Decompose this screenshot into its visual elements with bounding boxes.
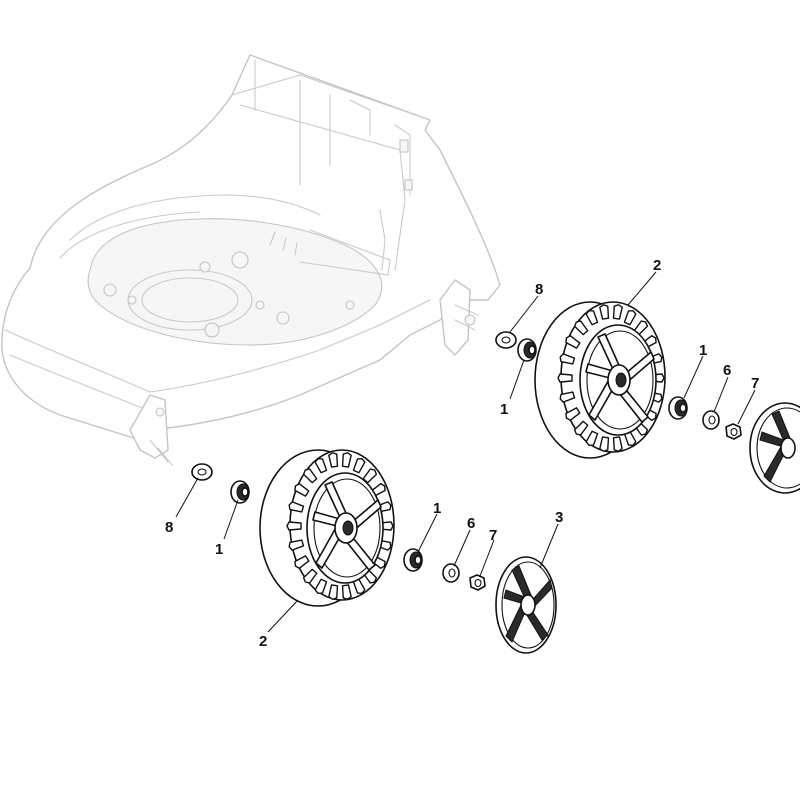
front-bearing-inner [230, 480, 250, 504]
rear-spacer [702, 410, 720, 430]
callout-front-hubcap: 3 [555, 509, 563, 526]
callouts: 8 1 2 1 6 7 3 8 1 2 1 6 7 [165, 257, 759, 650]
tread-lug [286, 521, 302, 531]
callout-front-nut: 7 [489, 527, 497, 544]
callout-rear-bearing-inner: 1 [500, 401, 508, 418]
rear-bearing-inner [517, 338, 537, 362]
tread-lug [557, 373, 573, 383]
rear-bearing-outer [668, 396, 688, 420]
callout-front-spacer: 6 [467, 515, 475, 532]
front-hubcap [495, 556, 557, 654]
callout-rear-wheel: 2 [653, 257, 661, 274]
callout-rear-nut: 7 [751, 375, 759, 392]
front-wheel [259, 449, 395, 607]
rear-washer [495, 331, 517, 349]
rear-wheel [534, 301, 666, 459]
callout-front-bearing-outer: 1 [433, 500, 441, 517]
rear-hubcap-partial [749, 402, 800, 494]
callout-front-wheel: 2 [259, 633, 267, 650]
mower-deck [1, 54, 501, 466]
callout-rear-spacer: 6 [723, 362, 731, 379]
rear-nut [725, 423, 742, 440]
callout-front-bearing-inner: 1 [215, 541, 223, 558]
front-washer [191, 463, 213, 481]
callout-front-washer: 8 [165, 519, 173, 536]
leader-lines [175, 271, 756, 633]
front-nut [469, 574, 486, 591]
front-spacer [442, 563, 460, 583]
front-bearing-outer [403, 548, 423, 572]
callout-rear-bearing-outer: 1 [699, 342, 707, 359]
callout-rear-washer: 8 [535, 281, 543, 298]
